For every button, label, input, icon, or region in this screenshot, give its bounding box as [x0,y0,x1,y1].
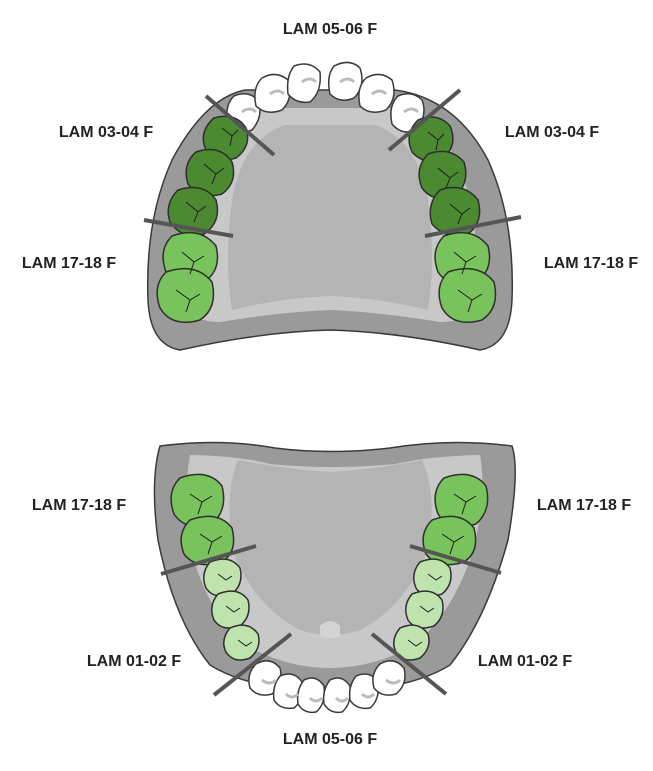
label-lower-left-back: LAM 17-18 F [32,497,126,514]
label-upper-right-back: LAM 17-18 F [544,255,638,272]
label-upper-left-back: LAM 17-18 F [22,255,116,272]
label-lower-right-back: LAM 17-18 F [537,497,631,514]
label-lower-front: LAM 05-06 F [283,731,377,748]
label-upper-left-molar: LAM 03-04 F [59,124,153,141]
label-upper-right-molar: LAM 03-04 F [505,124,599,141]
label-lower-left-front: LAM 01-02 F [87,653,181,670]
lower-arch [154,442,515,712]
upper-palate [228,125,432,310]
upper-right-back-molars [435,233,495,323]
upper-arch [144,62,521,350]
label-lower-right-front: LAM 01-02 F [478,653,572,670]
label-upper-front: LAM 05-06 F [283,21,377,38]
